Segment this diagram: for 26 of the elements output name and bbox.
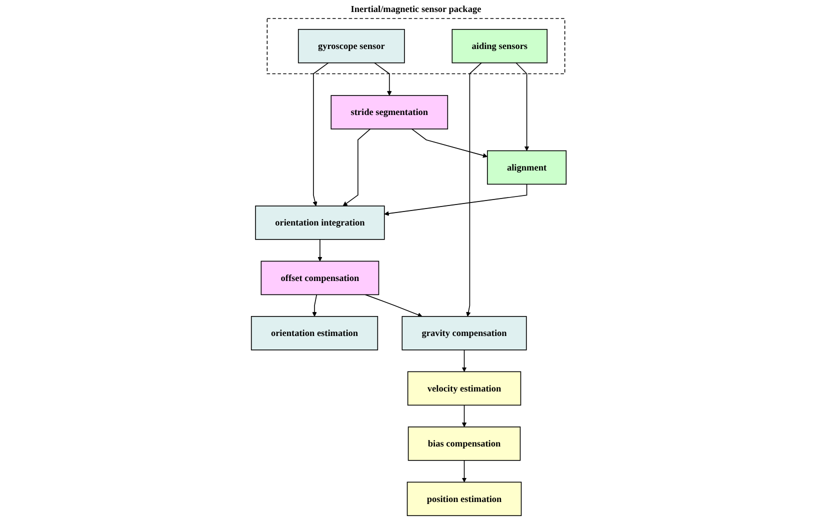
arrow: [312, 294, 318, 317]
node-box: aiding sensors: [452, 28, 548, 64]
arrow: [374, 62, 392, 96]
node-box: bias compensation: [408, 426, 521, 461]
arrow: [462, 460, 467, 482]
node-box: gravity compensation: [402, 316, 528, 350]
arrow: [466, 62, 482, 317]
node-box: stride segmentation: [330, 95, 448, 130]
cluster: [267, 18, 566, 74]
arrow: [365, 294, 423, 318]
arrow: [462, 404, 467, 428]
arrow: [462, 350, 467, 372]
node-box: velocity estimation: [408, 371, 522, 406]
arrow: [342, 128, 371, 206]
node-box: offset compensation: [261, 260, 380, 296]
node-box: orientation estimation: [251, 316, 378, 350]
arrow: [412, 128, 488, 158]
node-box: gyroscope sensor: [298, 28, 406, 64]
arrow: [516, 62, 530, 151]
node-label: Inertial/magnetic sensor package: [351, 4, 482, 14]
node-box: alignment: [487, 150, 567, 185]
arrow: [312, 62, 330, 206]
arrow: [318, 239, 323, 262]
arrow: [384, 184, 528, 216]
node-box: orientation integration: [255, 206, 386, 240]
node-box: position estimation: [407, 482, 522, 516]
